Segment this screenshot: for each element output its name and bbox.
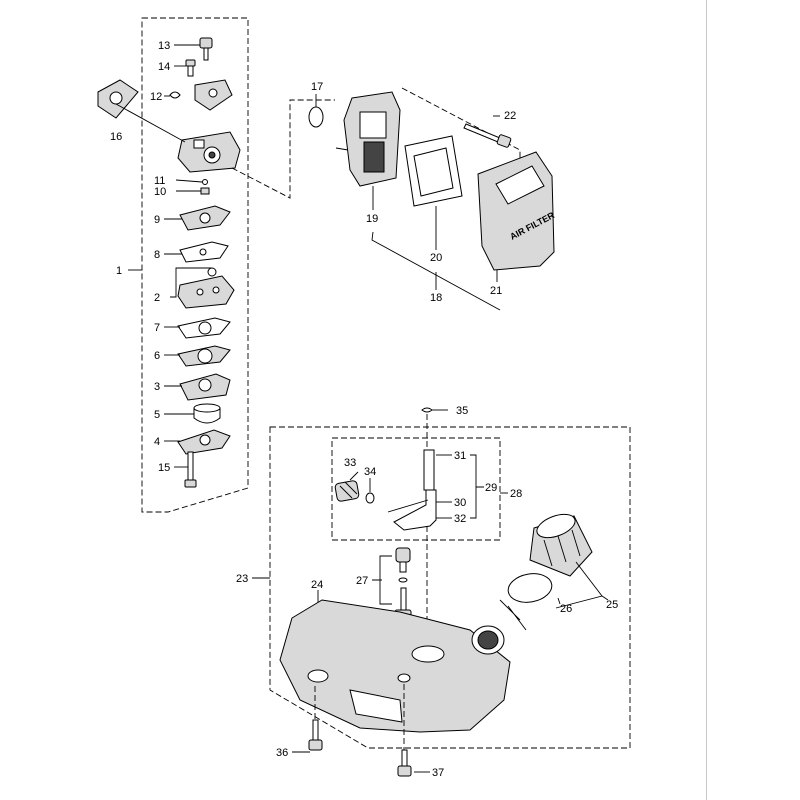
part-20-filter-element [404, 135, 463, 207]
callout-35: 35 [456, 405, 468, 417]
callout-13: 13 [158, 40, 170, 52]
callout-17: 17 [311, 81, 323, 93]
part-33-fuel-filter [334, 480, 360, 502]
part-26-cap-gasket [499, 573, 553, 631]
callout-27: 27 [356, 575, 368, 587]
leader-29-bracket [470, 454, 484, 519]
carburetor-assembly-group [97, 17, 249, 513]
leader-18-bracket [371, 231, 501, 311]
callout-24: 24 [311, 579, 323, 591]
callout-36: 36 [276, 747, 288, 759]
part-17-o-ring [308, 106, 324, 128]
callout-37: 37 [432, 767, 444, 779]
part-4-plate [177, 429, 231, 455]
air-filter-group: AIR FILTER [308, 87, 556, 311]
part-16-insulator-gasket [97, 79, 139, 119]
part-34-clamp [365, 492, 375, 504]
callout-20: 20 [430, 252, 442, 264]
part-11-screen [202, 179, 208, 185]
part-3-cover [179, 373, 231, 401]
part-13-screw [199, 37, 213, 61]
callout-1: 1 [116, 265, 122, 277]
page-separator-line [706, 0, 707, 800]
fuel-tank-group-boundary [269, 426, 631, 749]
callout-19: 19 [366, 213, 378, 225]
part-21-air-cleaner-cover: AIR FILTER [477, 151, 556, 271]
part-24-fuel-tank [279, 599, 511, 733]
part-15-screw [184, 451, 197, 488]
callout-2: 2 [154, 292, 160, 304]
part-27-tank-vent [394, 547, 412, 621]
carburetor-group-boundary [141, 17, 249, 513]
callout-25: 25 [606, 599, 618, 611]
callout-7: 7 [154, 322, 160, 334]
fuel-pickup-subgroup-boundary [331, 437, 501, 541]
callout-labels: 13 14 12 16 17 22 11 10 9 19 8 20 1 21 1… [110, 40, 618, 779]
callout-28: 28 [510, 488, 522, 500]
callout-10: 10 [154, 186, 166, 198]
part-10-needle [200, 187, 210, 195]
part-5-primer-bulb [193, 403, 221, 424]
callout-29: 29 [485, 482, 497, 494]
callout-15: 15 [158, 462, 170, 474]
part-22-bolt [463, 123, 512, 148]
callout-8: 8 [154, 249, 160, 261]
callout-26: 26 [560, 603, 572, 615]
callout-30: 30 [454, 497, 466, 509]
callout-3: 3 [154, 381, 160, 393]
callout-18: 18 [430, 292, 442, 304]
leader-2-bracket [170, 267, 212, 298]
callout-11: 11 [154, 175, 165, 187]
callout-16: 16 [110, 131, 122, 143]
part-14-screw [185, 59, 196, 77]
callout-6: 6 [154, 350, 160, 362]
callout-22: 22 [504, 110, 516, 122]
fuel-tank-group [252, 407, 631, 777]
callout-14: 14 [158, 61, 170, 73]
callout-12: 12 [150, 91, 162, 103]
callout-34: 34 [364, 466, 376, 478]
part-2-pump-body [177, 267, 235, 309]
part-12-clip [169, 91, 181, 99]
part-19-air-cleaner-base [335, 91, 401, 187]
part-30-fuel-line [387, 449, 437, 531]
callout-9: 9 [154, 214, 160, 226]
alignment-line-carb-airbox [231, 99, 335, 199]
carb-throttle-lever [194, 79, 233, 111]
callout-31: 31 [454, 450, 466, 462]
carb-body [177, 131, 241, 173]
callout-32: 32 [454, 513, 466, 525]
part-25-tank-cap [529, 513, 593, 577]
callout-21: 21 [490, 285, 502, 297]
part-36-screw [308, 719, 323, 751]
callout-4: 4 [154, 436, 160, 448]
callout-23: 23 [236, 573, 248, 585]
callout-33: 33 [344, 457, 356, 469]
callout-5: 5 [154, 409, 160, 421]
part-37-screw [397, 749, 412, 777]
part-35-clip [421, 407, 433, 413]
